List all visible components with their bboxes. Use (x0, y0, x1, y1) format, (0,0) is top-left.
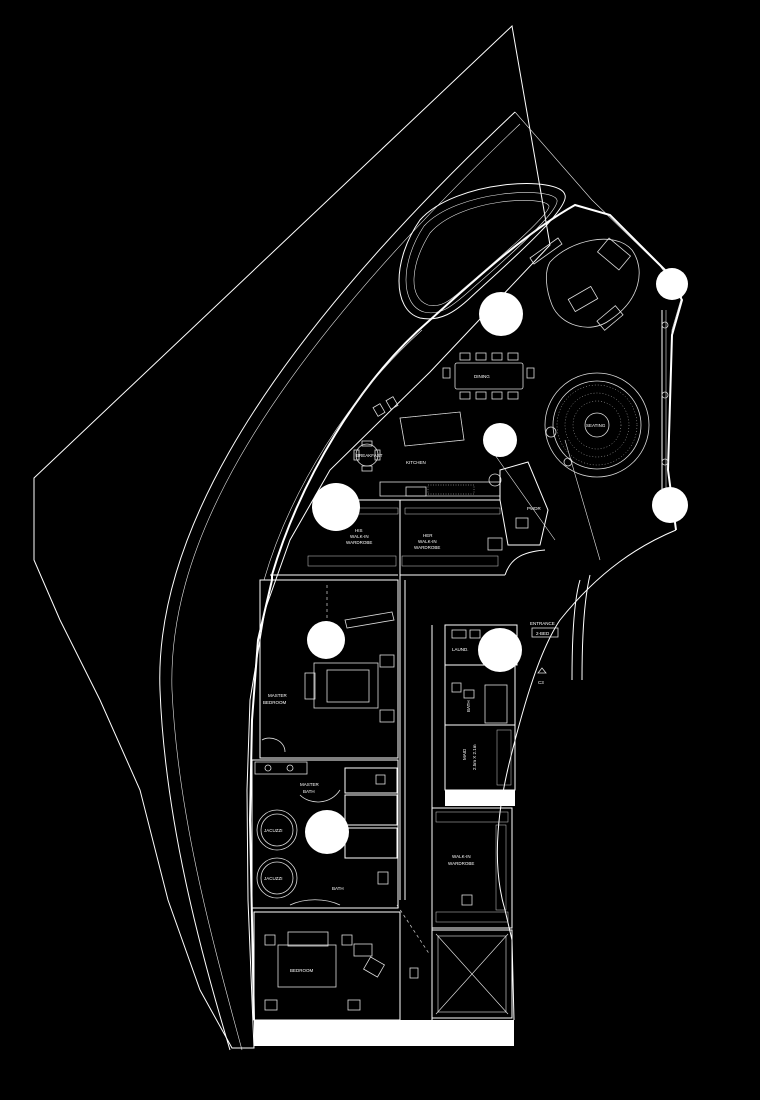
light-spot (312, 483, 360, 531)
powder-label: PWDR (527, 506, 541, 511)
bedroom: BEDROOM (253, 911, 419, 1021)
dining-label: DINING (474, 374, 490, 379)
entrance-label: ENTRANCE (530, 621, 555, 626)
light-spot (479, 292, 523, 336)
bath-label: BATH (466, 700, 471, 712)
powder-room: PWDR (494, 439, 601, 561)
walkin-label-1: WALK-IN (452, 854, 471, 859)
maid-label-2: 2.5m X 2.1m (472, 744, 477, 770)
entrance-tag: 2-BED (536, 631, 550, 636)
master-bedroom-label-1: MASTER (268, 693, 288, 698)
service-void-block (445, 790, 515, 806)
facade-window (661, 310, 669, 500)
light-spot (478, 628, 522, 672)
bottom-terrace-block (254, 1020, 514, 1046)
kitchen: BREAKFAST KITCHEN (353, 396, 502, 497)
dining-area: DINING (442, 352, 535, 400)
her-label-3: WARDROBE (414, 545, 440, 550)
master-bedroom: MASTER BEDROOM (259, 579, 399, 759)
entrance: ENTRANCE 2-BED C3 (530, 621, 559, 685)
light-spot (483, 423, 517, 457)
bath-2-label: BATH (332, 886, 344, 891)
light-spot (305, 810, 349, 854)
outdoor-lounge (529, 237, 640, 331)
kitchen-label: KITCHEN (406, 460, 426, 465)
wardrobes: HIS WALK-IN WARDROBE HER WALK-IN WARDROB… (270, 499, 546, 580)
storage-room (431, 929, 513, 1019)
master-bath-label-2: BATH (303, 789, 315, 794)
light-spots (305, 268, 688, 854)
maid-label-1: MAID (462, 748, 467, 760)
walkin-label-2: WARDROBE (448, 861, 474, 866)
site-boundary (33, 24, 683, 1051)
her-label-2: WALK-IN (418, 539, 437, 544)
her-label-1: HER (423, 533, 433, 538)
master-bedroom-label-2: BEDROOM (263, 700, 287, 705)
light-spot (652, 487, 688, 523)
seating-area: SEATING (544, 372, 650, 478)
laundry-label: LAUND. (452, 647, 469, 652)
service-area: LAUND. BATH MAID 2.5m X 2.1m (444, 624, 518, 806)
pool (398, 183, 566, 320)
his-label-2: WALK-IN (350, 534, 369, 539)
jacuzzi-label-2: JACUZZI (264, 876, 283, 881)
light-spot (656, 268, 688, 300)
walkin-wardrobe: WALK-IN WARDROBE (431, 807, 513, 929)
master-bath-label-1: MASTER (300, 782, 320, 787)
light-spot (307, 621, 345, 659)
breakfast-label: BREAKFAST (356, 453, 383, 458)
seating-label: SEATING (586, 423, 606, 428)
jacuzzi-label-1: JACUZZI (264, 828, 283, 833)
his-label-1: HIS (355, 528, 363, 533)
his-label-3: WARDROBE (346, 540, 372, 545)
c3-label: C3 (538, 680, 544, 685)
bedroom-label: BEDROOM (290, 968, 314, 973)
